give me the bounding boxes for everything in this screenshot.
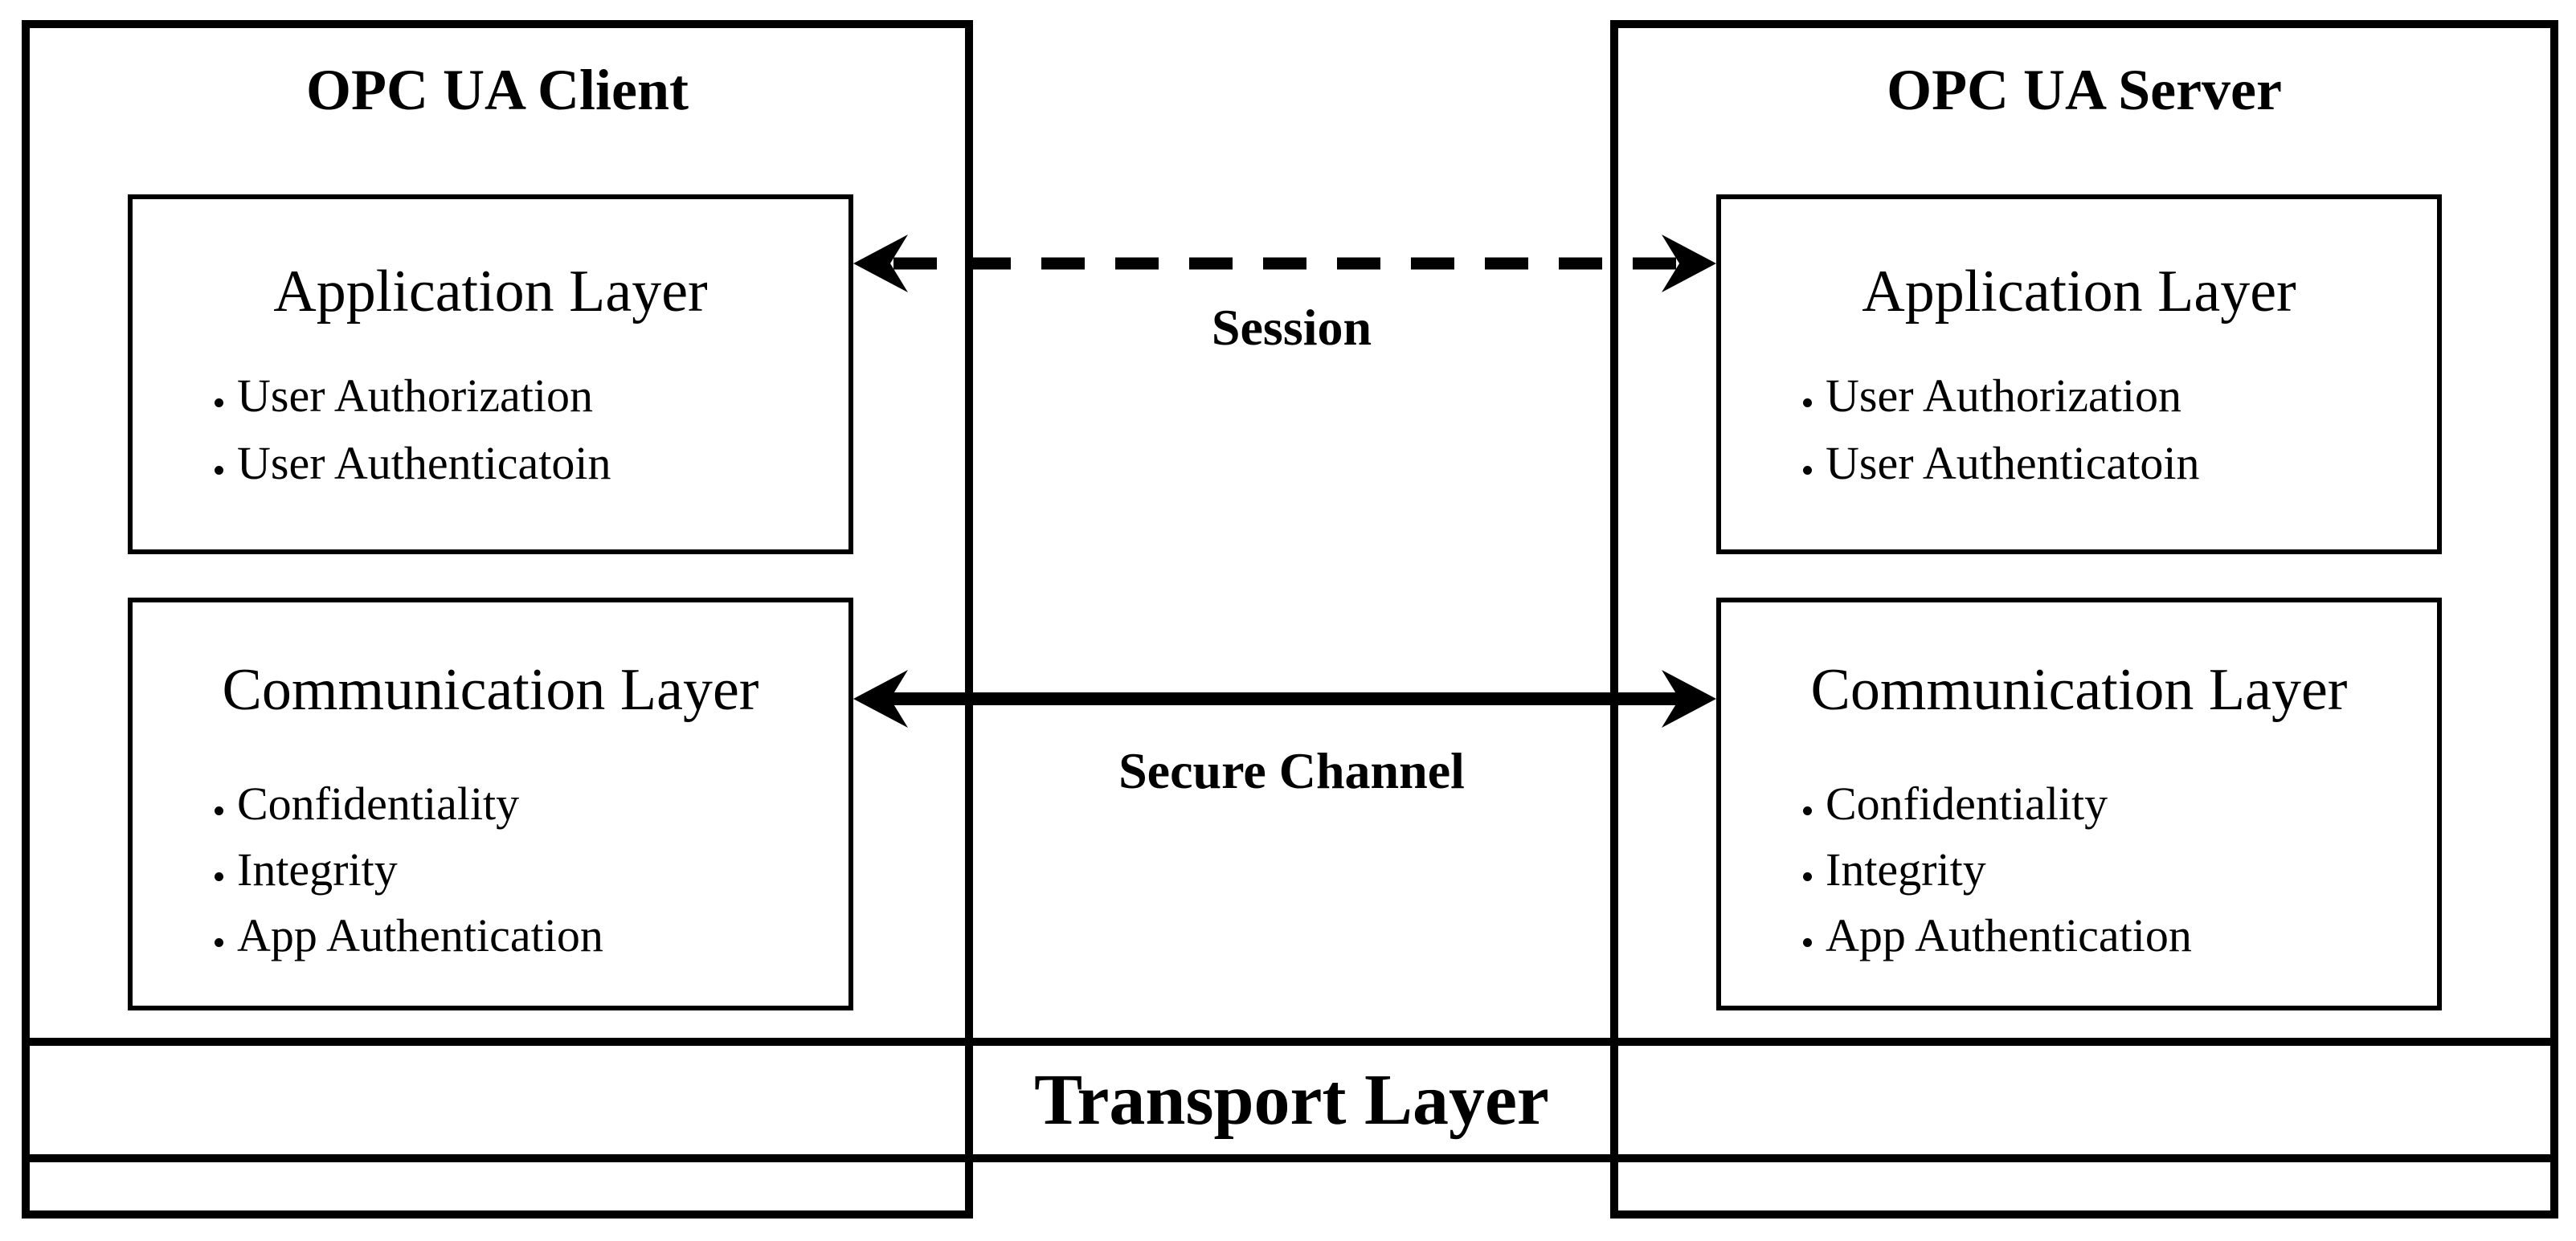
server-application-layer-title: Application Layer [1862,259,2296,325]
opc-ua-client-box [22,20,973,1219]
session-label: Session [1211,299,1372,356]
client-application-layer-list: User Authorization User Authenticatoin [133,368,848,492]
server-application-layer-list: User Authorization User Authenticatoin [1721,368,2437,492]
server-communication-layer-title: Communication Layer [1810,657,2348,723]
client-application-layer-box: Application Layer User Authorization Use… [128,194,853,554]
list-item: User Authorization [1826,368,2437,424]
list-item: User Authenticatoin [1826,435,2437,492]
session-dashed-arrow [853,235,1716,292]
list-item: User Authenticatoin [237,435,848,492]
client-communication-layer-title: Communication Layer [222,657,759,723]
transport-band-top-line [22,1038,2558,1046]
secure-channel-arrow [853,670,1716,728]
list-item: App Authentication [237,908,848,964]
secure-channel-label: Secure Channel [1118,742,1465,799]
client-title: OPC UA Client [306,58,689,122]
server-communication-layer-list: Confidentiality Integrity App Authentica… [1721,776,2437,964]
list-item: User Authorization [237,368,848,424]
transport-band-bottom-line [22,1154,2558,1162]
list-item: Confidentiality [1826,776,2437,832]
transport-layer-label: Transport Layer [1034,1060,1549,1140]
list-item: Integrity [237,842,848,898]
list-item: Confidentiality [237,776,848,832]
client-communication-layer-box: Communication Layer Confidentiality Inte… [128,598,853,1010]
arrowhead-left [853,235,908,292]
arrowhead-left [853,670,908,728]
list-item: App Authentication [1826,908,2437,964]
server-title: OPC UA Server [1887,58,2282,122]
client-communication-layer-list: Confidentiality Integrity App Authentica… [133,776,848,964]
arrowhead-right [1662,670,1716,728]
arrowhead-right [1662,235,1716,292]
list-item: Integrity [1826,842,2437,898]
opc-ua-server-box [1610,20,2558,1219]
client-application-layer-title: Application Layer [273,259,708,325]
server-communication-layer-box: Communication Layer Confidentiality Inte… [1716,598,2442,1010]
server-application-layer-box: Application Layer User Authorization Use… [1716,194,2442,554]
